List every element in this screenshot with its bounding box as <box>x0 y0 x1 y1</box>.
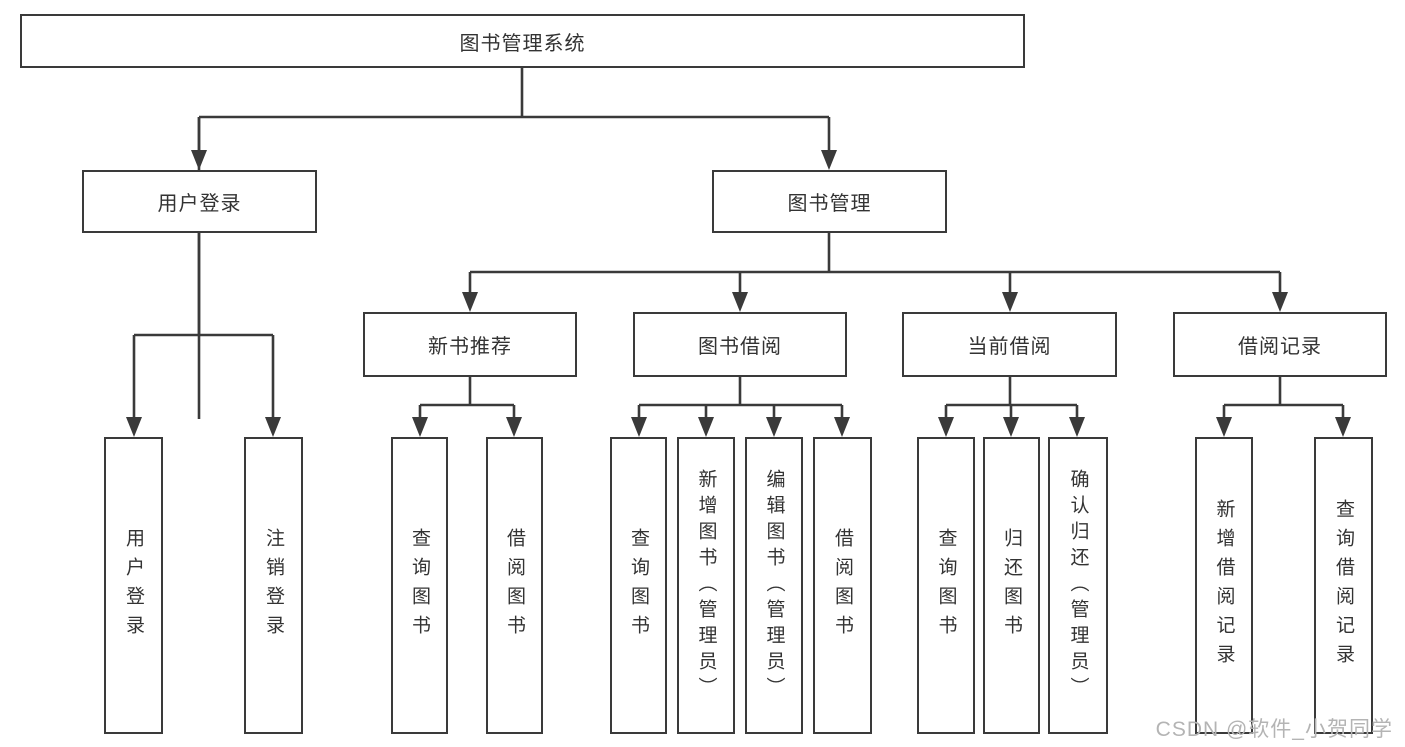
node-label: 查询图书 <box>409 527 430 644</box>
node-label: 注销登录 <box>263 527 284 644</box>
edge-current-borrow-to-leaves <box>938 377 1085 437</box>
node-label: 新增借阅记录 <box>1213 498 1235 673</box>
watermark: CSDN @软件_小贺同学 <box>1155 718 1393 741</box>
leaf-logout: 注销登录 <box>244 437 303 734</box>
node-new-book-recommend: 新书推荐 <box>363 312 577 377</box>
edge-book-management-to-level3 <box>462 233 1288 312</box>
node-label: 当前借阅 <box>967 336 1052 358</box>
node-borrow-records: 借阅记录 <box>1173 312 1387 377</box>
node-label: 编辑图书（管理员） <box>763 468 785 703</box>
node-current-borrow: 当前借阅 <box>902 312 1117 377</box>
node-user-login: 用户登录 <box>82 170 317 233</box>
node-label: 用户登录 <box>157 193 242 215</box>
node-label: 查询图书 <box>628 527 649 644</box>
node-label: 借阅记录 <box>1238 336 1322 358</box>
edge-borrow-records-to-leaves <box>1216 377 1351 437</box>
node-label: 图书管理系统 <box>459 32 586 55</box>
node-label: 借阅图书 <box>504 527 525 644</box>
node-book-borrow: 图书借阅 <box>633 312 847 377</box>
leaf-confirm-return-admin: 确认归还（管理员） <box>1048 437 1108 734</box>
node-label: 新书推荐 <box>428 336 512 358</box>
leaf-query-borrow-record: 查询借阅记录 <box>1314 437 1373 734</box>
node-root-system: 图书管理系统 <box>20 14 1025 68</box>
edge-new-book-recommend-to-leaves <box>412 377 522 437</box>
leaf-add-book-admin: 新增图书（管理员） <box>677 437 735 734</box>
leaf-borrow-books-1: 借阅图书 <box>486 437 543 734</box>
leaf-user-login: 用户登录 <box>104 437 163 734</box>
leaf-query-books-2: 查询图书 <box>610 437 667 734</box>
node-book-management: 图书管理 <box>712 170 947 233</box>
leaf-borrow-books-2: 借阅图书 <box>813 437 872 734</box>
node-label: 用户登录 <box>123 527 144 644</box>
node-label: 查询借阅记录 <box>1333 498 1354 673</box>
edge-user-login-to-leaves <box>126 233 281 437</box>
leaf-query-books-1: 查询图书 <box>391 437 448 734</box>
leaf-edit-book-admin: 编辑图书（管理员） <box>745 437 803 734</box>
leaf-query-books-3: 查询图书 <box>917 437 975 734</box>
node-label: 新增图书（管理员） <box>695 468 717 703</box>
node-label: 图书管理 <box>787 193 872 215</box>
node-label: 借阅图书 <box>832 527 853 644</box>
node-label: 归还图书 <box>1001 527 1022 644</box>
node-label: 查询图书 <box>935 527 957 644</box>
edge-root-to-level2 <box>191 68 837 419</box>
edge-book-borrow-to-leaves <box>631 377 850 437</box>
leaf-return-book: 归还图书 <box>983 437 1040 734</box>
node-label: 图书借阅 <box>698 336 782 358</box>
leaf-add-borrow-record: 新增借阅记录 <box>1195 437 1253 734</box>
node-label: 确认归还（管理员） <box>1067 468 1089 703</box>
